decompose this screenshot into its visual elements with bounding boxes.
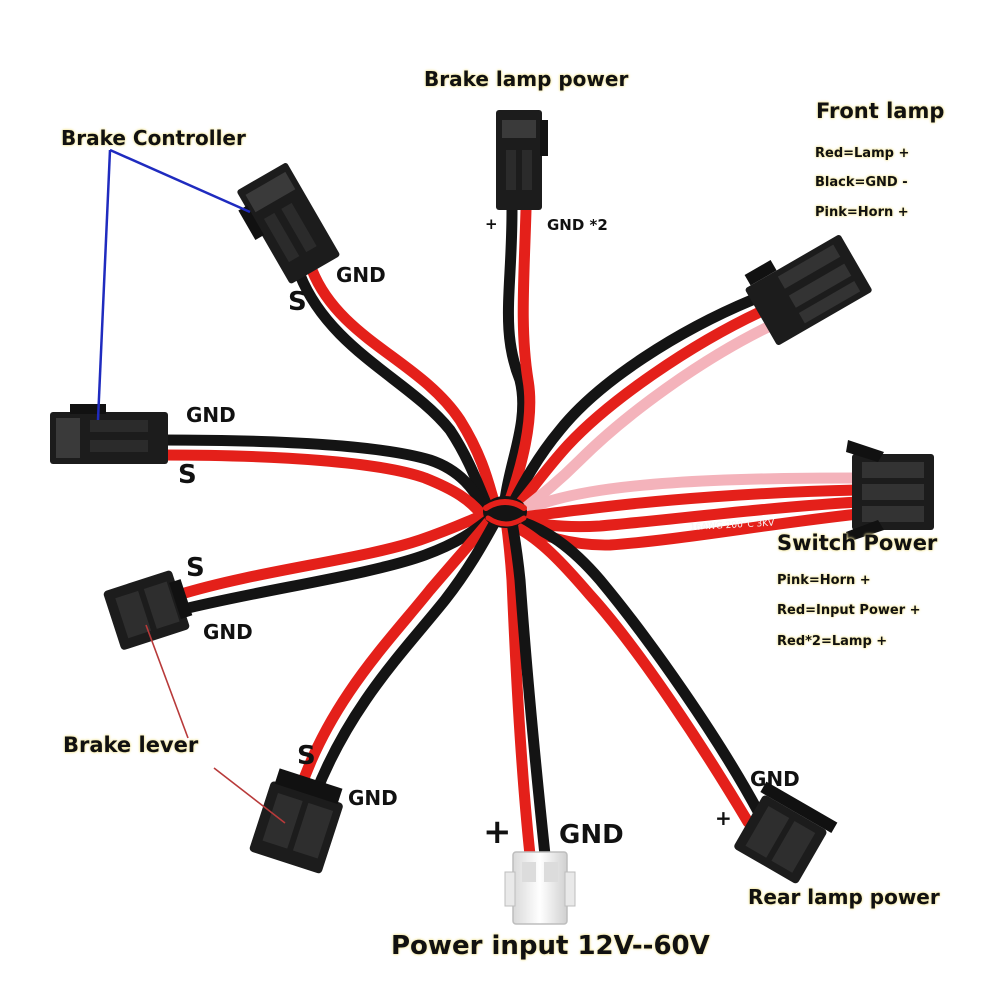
label-brake-lamp-power: Brake lamp power bbox=[424, 67, 629, 91]
wire-ctrl1-red bbox=[306, 264, 501, 511]
label-front-lamp: Front lamp bbox=[816, 99, 945, 123]
label-brake-controller: Brake Controller bbox=[61, 126, 246, 150]
wire-lever1-red bbox=[172, 509, 490, 601]
label-brake-lamp-plus: + bbox=[485, 215, 498, 233]
wire-ctrl1-black bbox=[294, 269, 494, 514]
label-brake-lamp-gnd: GND *2 bbox=[547, 216, 608, 234]
pointer-brake-lever-a bbox=[145, 624, 189, 739]
wire-rear-red bbox=[512, 522, 754, 828]
label-ctrl2-s: S bbox=[178, 460, 197, 490]
label-ctrl1-gnd: GND bbox=[336, 263, 386, 287]
wires bbox=[154, 204, 864, 861]
label-power-gnd: GND bbox=[559, 820, 624, 850]
wire-rear-black bbox=[516, 516, 766, 821]
wire-lever2-red bbox=[294, 514, 496, 796]
wire-power-red bbox=[500, 514, 536, 861]
pointer-brake-lever-b bbox=[213, 767, 286, 824]
connector-brake-lever-2 bbox=[249, 768, 343, 874]
label-rear-lamp-power: Rear lamp power bbox=[748, 885, 940, 909]
wire-switch-pink bbox=[514, 472, 864, 518]
wire-switch-red1 bbox=[516, 484, 864, 523]
wire-front-red bbox=[510, 306, 766, 514]
label-lever2-s: S bbox=[297, 741, 316, 771]
label-rear-plus: + bbox=[715, 806, 732, 830]
label-lever1-s: S bbox=[186, 553, 205, 583]
label-ctrl2-gnd: GND bbox=[186, 403, 236, 427]
wire-front-pink bbox=[514, 320, 776, 518]
connector-brake-controller-1 bbox=[237, 163, 340, 284]
connector-switch-power bbox=[846, 440, 934, 542]
wire-ctrl2-red bbox=[154, 449, 488, 521]
pointer-brake-controller-a bbox=[109, 148, 251, 214]
label-front-lamp-line3: Pink=Horn + bbox=[815, 205, 909, 220]
label-switch-line1: Pink=Horn + bbox=[777, 573, 871, 588]
label-switch-power: Switch Power bbox=[777, 531, 938, 555]
label-lever2-gnd: GND bbox=[348, 786, 398, 810]
connector-brake-lever-1 bbox=[103, 570, 193, 650]
label-switch-line2: Red=Input Power + bbox=[777, 603, 921, 618]
connector-brake-lamp bbox=[496, 110, 548, 210]
wire-front-black bbox=[506, 294, 758, 511]
wire-brake-lamp-black bbox=[499, 204, 529, 506]
wire-switch-red2 bbox=[514, 496, 864, 533]
connector-brake-controller-2 bbox=[50, 404, 168, 464]
pointer-lines bbox=[96, 148, 286, 824]
label-lever1-gnd: GND bbox=[203, 620, 253, 644]
label-ctrl1-s: S bbox=[288, 287, 307, 317]
pointer-brake-controller-b bbox=[96, 149, 112, 421]
label-front-lamp-line1: Red=Lamp + bbox=[815, 146, 910, 161]
wire-print-text: 16AWG 200°C 3KV bbox=[690, 519, 776, 533]
connector-power-input bbox=[504, 851, 576, 925]
label-switch-line3: Red*2=Lamp + bbox=[777, 634, 888, 649]
wire-lever2-black bbox=[309, 516, 501, 801]
label-brake-lever: Brake lever bbox=[63, 733, 199, 757]
label-power-input: Power input 12V--60V bbox=[391, 931, 710, 961]
wire-lever1-black bbox=[174, 514, 494, 616]
wire-brake-lamp-red bbox=[504, 204, 536, 506]
wire-power-black bbox=[506, 516, 551, 861]
wire-ctrl2-black bbox=[154, 434, 491, 516]
connector-rear-lamp bbox=[734, 781, 838, 884]
label-front-lamp-line2: Black=GND - bbox=[815, 175, 908, 190]
connector-front-lamp bbox=[744, 235, 872, 345]
label-rear-gnd: GND bbox=[750, 767, 800, 791]
label-power-plus: + bbox=[483, 812, 512, 852]
